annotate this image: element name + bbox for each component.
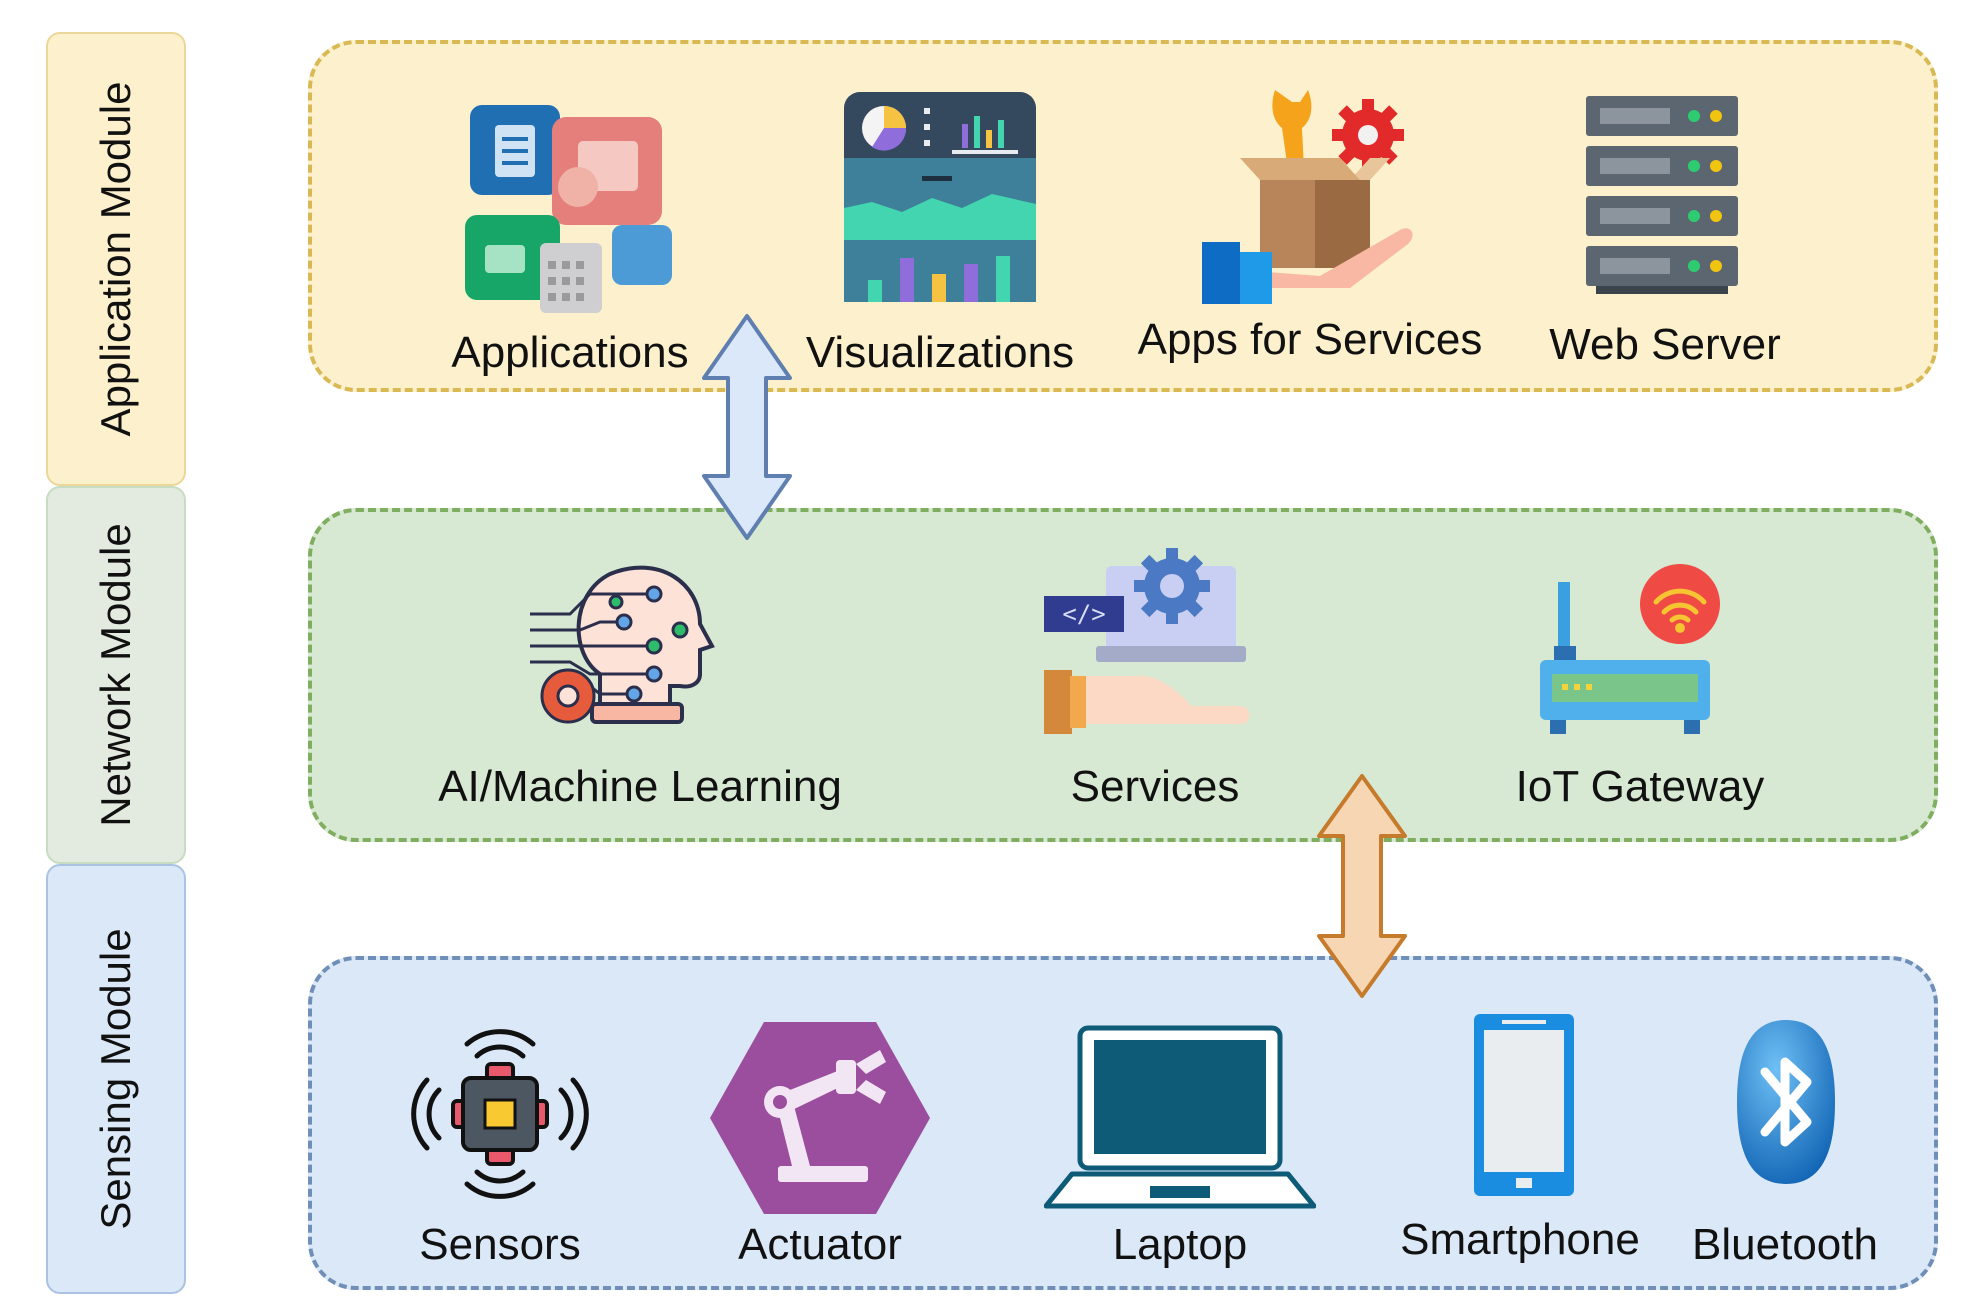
- iot-gateway-item: IoT Gateway: [1490, 540, 1790, 830]
- applications-icon: [460, 95, 680, 315]
- smartphone-icon: [1472, 1012, 1576, 1198]
- application-module-tab: Application Module: [46, 32, 186, 486]
- iot-gateway-label: IoT Gateway: [1515, 762, 1765, 811]
- laptop-icon: [1044, 1024, 1316, 1214]
- sensors-icon: [397, 1014, 603, 1214]
- ai-machine-learning-item: AI/Machine Learning: [410, 540, 870, 830]
- ai-brain-icon: [530, 554, 730, 734]
- svg-text:</>: </>: [1062, 600, 1105, 628]
- services-item: </> Services: [1010, 540, 1300, 830]
- applications-item: Applications: [430, 90, 710, 380]
- actuator-label: Actuator: [738, 1220, 902, 1269]
- application-module-label: Application Module: [92, 81, 139, 437]
- network-module-tab: Network Module: [46, 486, 186, 864]
- sensing-module-label: Sensing Module: [92, 928, 139, 1230]
- web-server-icon: [1582, 92, 1742, 297]
- network-module-label: Network Module: [92, 523, 139, 827]
- actuator-robot-arm-icon: [708, 1020, 932, 1216]
- laptop-label: Laptop: [1112, 1220, 1248, 1269]
- services-icon: </>: [1042, 546, 1252, 746]
- network-sensing-bidirectional-arrow: [1315, 772, 1409, 1000]
- bluetooth-icon: [1735, 1018, 1837, 1186]
- apps-for-services-item: Apps for Services: [1120, 80, 1500, 380]
- sensing-module-tab: Sensing Module: [46, 864, 186, 1294]
- laptop-item: Laptop: [1040, 1010, 1320, 1280]
- visualizations-icon: [842, 90, 1038, 304]
- sensors-item: Sensors: [385, 1010, 615, 1280]
- web-server-item: Web Server: [1520, 90, 1810, 380]
- web-server-label: Web Server: [1549, 320, 1781, 369]
- bluetooth-item: Bluetooth: [1660, 1010, 1910, 1280]
- smartphone-item: Smartphone: [1390, 1010, 1650, 1280]
- smartphone-label: Smartphone: [1400, 1215, 1640, 1264]
- bluetooth-label: Bluetooth: [1692, 1220, 1878, 1269]
- apps-for-services-icon: [1200, 80, 1420, 305]
- iot-gateway-router-icon: [1530, 562, 1740, 742]
- services-label: Services: [1070, 762, 1240, 811]
- applications-label: Applications: [451, 328, 689, 377]
- visualizations-label: Visualizations: [805, 328, 1075, 377]
- apps-for-services-label: Apps for Services: [1137, 315, 1483, 364]
- actuator-item: Actuator: [690, 1010, 950, 1280]
- visualizations-item: Visualizations: [790, 90, 1090, 380]
- sensors-label: Sensors: [419, 1220, 581, 1269]
- ai-machine-learning-label: AI/Machine Learning: [438, 762, 842, 811]
- application-network-bidirectional-arrow: [700, 312, 794, 542]
